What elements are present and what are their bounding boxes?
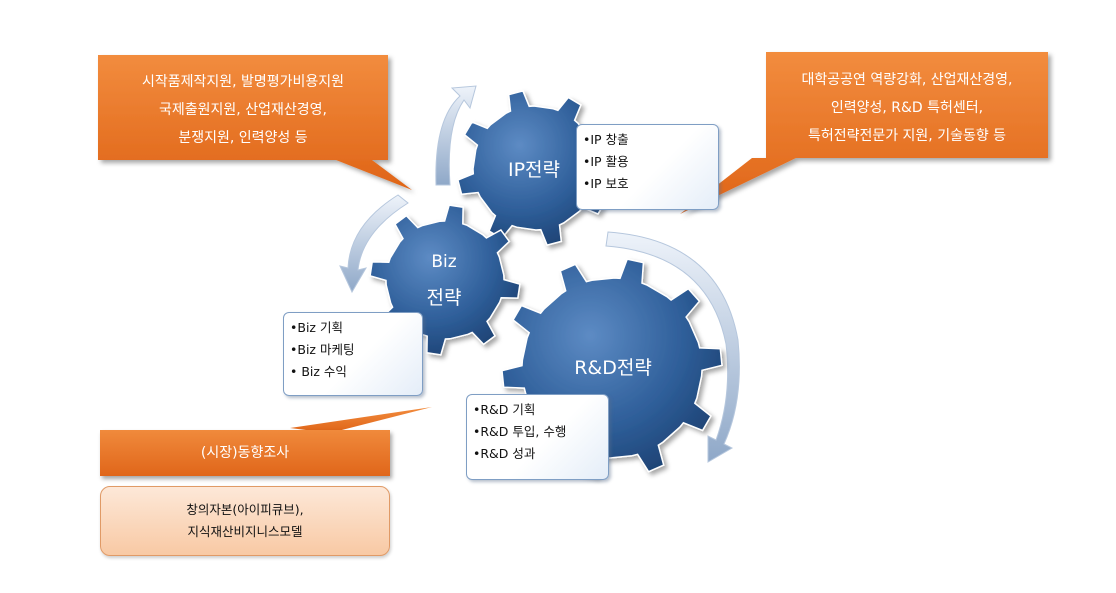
gear-biz-label-line-1: Biz [431,252,456,272]
ip-item-3: •IP 보호 [583,176,629,191]
bottom-bar-pointer [290,407,432,433]
callout-top-right-line-3: 특허전략전문가 지원, 기술동향 등 [808,128,1006,144]
arrow-right-curve [605,231,740,463]
ip-item-1: •IP 창출 [583,132,629,147]
callout-top-right [680,52,1048,214]
callout-top-left-line-3: 분쟁지원, 인력양성 등 [178,130,307,146]
callout-top-left-line-1: 시작품제작지원, 발명평가비용지원 [142,74,344,90]
callout-top-left [98,55,412,190]
rnd-item-2: •R&D 투입, 수행 [473,424,567,439]
gear-ip-label: IP전략 [508,159,560,181]
gear-biz-label-line-2: 전략 [427,287,462,309]
ip-items-box: •IP 창출 •IP 활용 •IP 보호 [576,124,719,210]
biz-item-3: • Biz 수익 [290,364,347,379]
arrow-left-curve [339,194,409,294]
biz-item-2: •Biz 마케팅 [290,342,355,357]
biz-items-box: •Biz 기획 •Biz 마케팅 • Biz 수익 [283,312,423,396]
rnd-item-3: •R&D 성과 [473,446,536,461]
callout-top-right-line-1: 대학공공연 역량강화, 산업재산경영, [802,72,1013,88]
arrow-up-curve [435,85,477,186]
market-research-bar: (시장)동향조사 [100,430,390,476]
rnd-item-1: •R&D 기획 [473,402,536,417]
gear-ip [457,90,613,246]
rnd-items-box: •R&D 기획 •R&D 투입, 수행 •R&D 성과 [466,394,609,480]
callout-top-left-line-2: 국제출원지원, 산업재산경영, [159,102,327,118]
ip-item-2: •IP 활용 [583,154,629,169]
biz-item-1: •Biz 기획 [290,320,343,335]
gear-rnd-label: R&D전략 [574,357,652,379]
creative-capital-line-1: 창의자본(아이피큐브), [186,502,304,517]
creative-capital-line-2: 지식재산비지니스모델 [187,524,303,539]
creative-capital-box: 창의자본(아이피큐브), 지식재산비지니스모델 [100,486,390,556]
callout-top-right-line-2: 인력양성, R&D 특허센터, [831,100,983,116]
